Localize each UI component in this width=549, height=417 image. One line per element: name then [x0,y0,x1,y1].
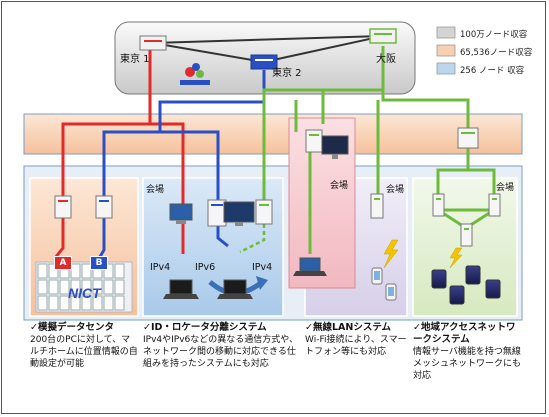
router-osaka-icon [369,28,397,44]
access-point-mesh-right-icon [488,193,501,217]
legend-swatch-gray [436,26,456,39]
caption-wlan-body: Wi-Fi接続により、スマートフォン等にも対応 [305,335,407,357]
green-path-2 [321,88,383,124]
caption-sim-datacenter: ✓模擬データセンタ 200台のPCに対して、マルチホームに位置情報の自動設定が可… [30,322,138,370]
laptop-wlan-icon [293,257,327,276]
router-tokyo1-icon [139,35,167,51]
caption-id-body: IPv4やIPv6などの異なる通信方式や、ネットワーク間の移動に対応できる仕組み… [143,335,298,369]
tablet-icon-3 [449,285,465,305]
tablet-icon-1 [431,269,447,289]
caption-regional: ✓地域アクセスネットワークシステム 情報サーバ機能を持つ無線メッシュネットワーク… [413,322,521,382]
caption-sim-body: 200台のPCに対して、マルチホームに位置情報の自動設定が可能 [30,335,138,369]
smartphone-icon-1 [371,267,383,285]
caption-id-title: ✓ID・ロケータ分離システム [143,322,267,333]
green-path-7 [468,168,496,196]
laptop-left-icon [163,279,199,299]
band-router-right-icon [457,127,479,149]
node-label-tokyo2: 東京 2 [272,68,302,79]
caption-regional-title: ✓地域アクセスネットワークシステム [413,322,516,345]
green-path-3 [381,46,470,130]
green-path-6 [436,148,470,196]
venue-label-id: 会場 [146,185,165,195]
access-point-mesh-bottom-icon [460,223,473,247]
legend-swatch-orange [436,44,456,57]
venue-label-regional: 会場 [496,183,515,193]
node-label-osaka: 大阪 [376,54,396,65]
link-tokyo2-osaka [263,35,384,63]
caption-id-locator: ✓ID・ロケータ分離システム IPv4やIPv6などの異なる通信方式や、ネットワ… [143,322,303,370]
server-b-icon [95,195,113,219]
smartphone-icon-2 [385,283,397,301]
green-dashed-path [239,224,266,254]
badge-a: A [54,256,72,270]
blue-path-2 [160,130,220,204]
red-path-1 [61,50,152,198]
link-tokyo1-osaka [152,35,384,44]
mesh-triangle [437,208,500,230]
mobility-arrow-head [256,276,268,290]
access-point-wlan-icon [370,193,384,219]
pc-cluster-icon: NICT [35,261,133,313]
ip-label-right: IPv4 [252,262,273,273]
badge-b: B [90,256,108,270]
jgn-x-logo [180,63,210,85]
legend-swatch-blue [436,62,456,75]
venue-label-wlan-pink: 会場 [330,181,349,191]
legend-label-2: 65,536ノード収容 [460,48,533,58]
wlan-monitor-icon [321,135,349,159]
nict-logo-text: NICT [68,285,102,301]
legend-label-1: 100万ノード収容 [460,30,528,40]
server-a-icon [54,195,72,219]
venue-label-wlan: 会場 [386,185,405,195]
tablet-icon-4 [485,279,501,299]
monitor-left-icon [169,203,193,224]
mesh-signal-icon [449,247,463,269]
blue-path-4 [216,226,229,248]
ip-label-middle: IPv6 [195,262,216,273]
legend-label-3: 256 ノード 収容 [460,66,525,76]
node-label-tokyo1: 東京 1 [120,54,150,65]
wireless-signal-icon [383,239,399,269]
caption-wlan: ✓無線LANシステム Wi-Fi接続により、スマートフォン等にも対応 [305,322,409,358]
router-tokyo2-icon [250,54,278,70]
laptop-center-icon [217,279,253,299]
caption-regional-body: 情報サーバ機能を持つ無線メッシュネットワークにも対応 [413,347,522,381]
link-tokyo1-tokyo2 [152,42,265,63]
server-ipv4-right-icon [255,199,273,225]
access-point-mesh-left-icon [432,193,445,217]
ip-label-left: IPv4 [150,262,171,273]
red-path-3 [53,214,65,259]
monitor-center-icon [223,201,255,226]
caption-sim-title: ✓模擬データセンタ [30,322,114,333]
tablet-icon-2 [465,265,481,285]
caption-wlan-title: ✓無線LANシステム [305,322,392,333]
orange-band [23,113,523,155]
